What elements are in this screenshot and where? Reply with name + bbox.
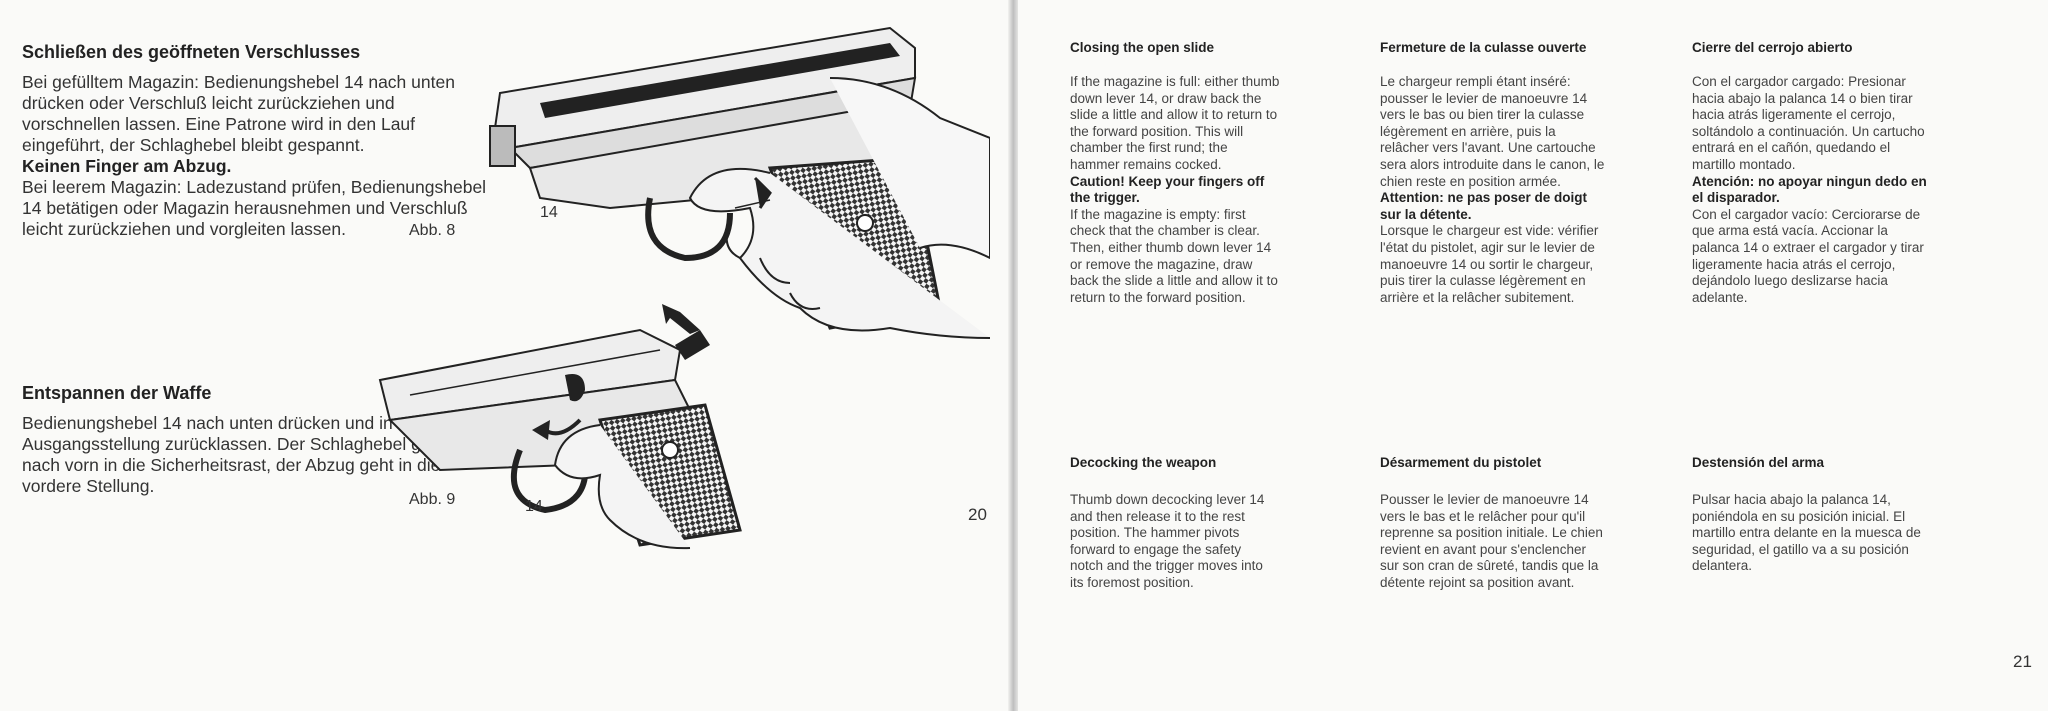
paragraph-empty-magazine-de: Bei leerem Magazin: Ladezustand prüfen, … xyxy=(22,177,487,239)
warning-text-en: Caution! Keep your fingers off the trigg… xyxy=(1070,173,1265,206)
page-number-right: 21 xyxy=(2013,652,2032,671)
body-closing-fr: Le chargeur rempli étant inséré: pousser… xyxy=(1380,74,1608,306)
left-page: Schließen des geöffneten Verschlusses Be… xyxy=(0,0,1010,711)
paragraph-full-magazine-de: Bei gefülltem Magazin: Bedienungshebel 1… xyxy=(22,72,455,155)
figure-caption-abb8: Abb. 8 xyxy=(409,222,456,239)
paragraph-full-magazine-en: If the magazine is full: either thumb do… xyxy=(1070,74,1280,172)
body-closing-es: Con el cargador cargado: Presionar hacia… xyxy=(1692,74,1930,306)
section-body-closing-de: Bei gefülltem Magazin: Bedienungshebel 1… xyxy=(22,72,487,240)
paragraph-full-magazine-fr: Le chargeur rempli étant inséré: pousser… xyxy=(1380,74,1605,189)
heading-closing-es: Cierre del cerrojo abierto xyxy=(1692,40,1853,55)
paragraph-empty-magazine-en: If the magazine is empty: first check th… xyxy=(1070,206,1278,305)
heading-closing-en: Closing the open slide xyxy=(1070,40,1215,55)
warning-text-fr: Attention: ne pas poser de doigt sur la … xyxy=(1380,190,1588,222)
body-closing-en: If the magazine is full: either thumb do… xyxy=(1070,74,1280,306)
figure-callout-14-fig9: 14 xyxy=(525,498,543,515)
pistol-illustration-fig9 xyxy=(378,304,742,550)
section-heading-decocking-de: Entspannen der Waffe xyxy=(22,383,212,403)
figure-caption-abb9: Abb. 9 xyxy=(409,491,456,508)
paragraph-decocking-es: Pulsar hacia abajo la palanca 14, ponién… xyxy=(1692,492,1921,574)
paragraph-full-magazine-es: Con el cargador cargado: Presionar hacia… xyxy=(1692,74,1925,172)
warning-text-de: Keinen Finger am Abzug. xyxy=(22,156,232,176)
paragraph-decocking-de: Bedienungshebel 14 nach unten drücken un… xyxy=(22,413,446,496)
pistol-illustration-fig8 xyxy=(489,26,990,339)
heading-decocking-fr: Désarmement du pistolet xyxy=(1380,455,1542,470)
right-page: Closing the open slide If the magazine i… xyxy=(1018,0,2048,711)
section-heading-closing-de: Schließen des geöffneten Verschlusses xyxy=(22,42,361,62)
paragraph-empty-magazine-es: Con el cargador vacío: Cerciorarse de qu… xyxy=(1692,206,1924,305)
paragraph-decocking-en: Thumb down decocking lever 14 and then r… xyxy=(1070,492,1265,590)
page-number-left: 20 xyxy=(968,505,987,524)
paragraph-empty-magazine-fr: Lorsque le chargeur est vide: vérifier l… xyxy=(1380,223,1599,305)
heading-decocking-es: Destensión del arma xyxy=(1692,455,1825,470)
paragraph-decocking-fr: Pousser le levier de manoeuvre 14 vers l… xyxy=(1380,492,1603,590)
heading-decocking-en: Decocking the weapon xyxy=(1070,455,1217,470)
warning-text-es: Atención: no apoyar ningun dedo en el di… xyxy=(1692,173,1927,206)
book-gutter xyxy=(1008,0,1020,711)
heading-closing-fr: Fermeture de la culasse ouverte xyxy=(1380,40,1587,55)
figure-callout-14-fig8: 14 xyxy=(540,204,558,221)
